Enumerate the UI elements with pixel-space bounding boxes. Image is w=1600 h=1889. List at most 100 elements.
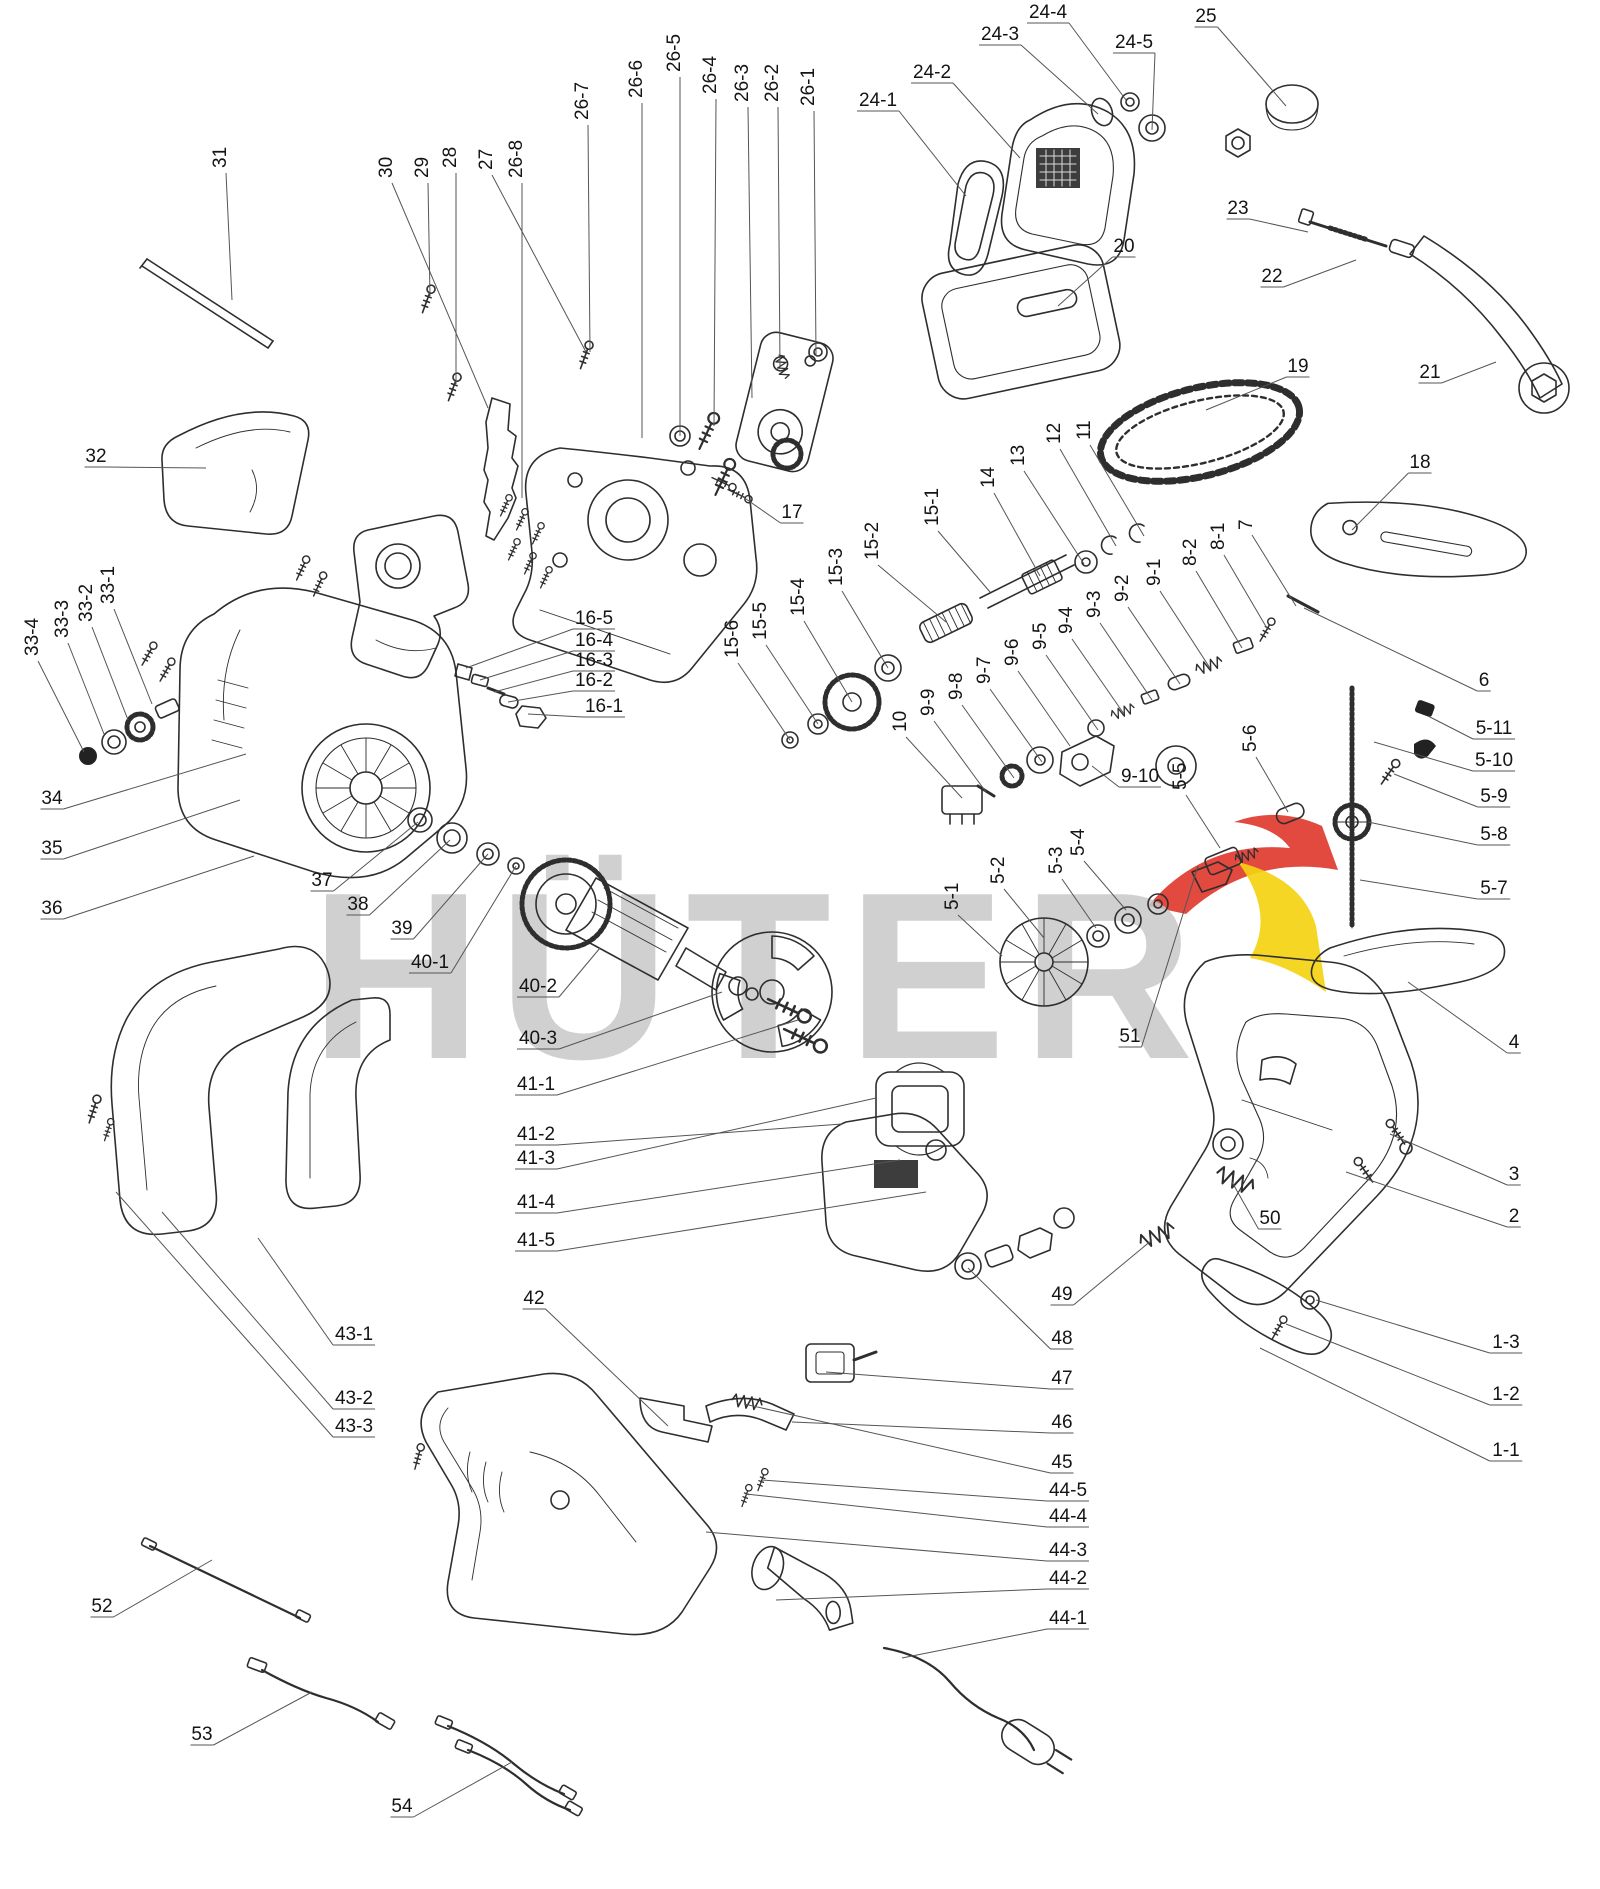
part-number-text: 24-2 (913, 62, 951, 83)
part-label-50: 50 (1231, 1181, 1282, 1230)
part-label-13: 13 (1008, 445, 1085, 565)
chain-catcher (483, 397, 519, 541)
leader-line (1249, 218, 1309, 233)
part-label-12: 12 (1044, 423, 1117, 547)
chain-tensioner (1332, 685, 1436, 931)
part-label-1-3: 1-3 (1315, 1299, 1523, 1354)
leader-line (957, 914, 1003, 957)
part-number-text: 28 (440, 147, 461, 168)
brake-lever (1310, 927, 1506, 995)
part-number-text: 1-3 (1492, 1332, 1519, 1353)
combo-wrench (1409, 235, 1570, 414)
part-label-1-2: 1-2 (1285, 1323, 1523, 1406)
leader-line (63, 799, 241, 860)
part-number-text: 5-10 (1475, 750, 1513, 771)
part-label-26-8: 26-8 (506, 140, 527, 498)
leader-line (107, 466, 207, 469)
part-number-text: 16-3 (575, 650, 613, 671)
part-label-41-1: 41-1 (515, 1019, 799, 1096)
leader-line (1359, 879, 1478, 900)
leader-line (952, 82, 1021, 159)
leader-line (1427, 715, 1474, 740)
saw-chain (1096, 379, 1304, 485)
screw-set-top (417, 283, 754, 505)
part-number-text: 5-3 (1046, 847, 1067, 874)
leader-line (1345, 1171, 1508, 1228)
part-number-text: 14 (978, 466, 999, 488)
cables-54 (434, 1715, 583, 1817)
part-number-text: 16-2 (575, 670, 613, 691)
part-label-45: 45 (743, 1403, 1074, 1474)
wire-52 (140, 1537, 312, 1623)
leader-line (479, 650, 574, 681)
part-label-26-6: 26-6 (626, 60, 647, 438)
part-number-text: 5-11 (1476, 718, 1513, 739)
leader-line (63, 753, 247, 810)
part-label-44-2: 44-2 (775, 1568, 1089, 1601)
part-label-43-3: 43-3 (115, 1191, 375, 1438)
part-number-text: 1-1 (1492, 1440, 1519, 1461)
part-number-text: 40-2 (519, 976, 557, 997)
part-number-text: 8-1 (1208, 523, 1229, 550)
leader-line (556, 1123, 843, 1146)
part-number-text: 1-2 (1492, 1384, 1519, 1405)
part-number-text: 20 (1113, 236, 1134, 257)
part-label-19: 19 (1205, 356, 1310, 411)
leader-line (493, 670, 574, 693)
part-label-35: 35 (40, 799, 241, 860)
part-number-text: 44-1 (1049, 1608, 1087, 1629)
part-number-text: 32 (85, 446, 106, 467)
part-number-text: 46 (1051, 1412, 1072, 1433)
part-label-15-6: 15-6 (722, 620, 791, 741)
part-label-15-2: 15-2 (862, 522, 947, 623)
part-label-53: 53 (190, 1691, 313, 1746)
leader-line (1059, 448, 1117, 547)
part-number-text: 52 (91, 1596, 112, 1617)
part-number-text: 33-4 (22, 618, 43, 656)
part-number-text: 22 (1261, 266, 1282, 287)
part-label-26-7: 26-7 (572, 82, 593, 353)
leader-line (545, 1308, 669, 1427)
leader-line (333, 821, 419, 892)
part-label-23: 23 (1226, 198, 1309, 233)
leader-line (745, 1493, 1048, 1528)
leader-line (1089, 444, 1145, 537)
part-number-text: 9-10 (1121, 766, 1159, 787)
part-number-text: 9-6 (1002, 639, 1023, 666)
part-number-text: 9-9 (918, 689, 939, 716)
part-number-text: 26-2 (762, 64, 783, 102)
part-number-text: 44-4 (1049, 1506, 1087, 1527)
part-number-text: 9-4 (1056, 606, 1077, 634)
part-number-text: 33-2 (76, 584, 97, 622)
clutch-parts (1086, 802, 1305, 948)
leader-line (1393, 773, 1478, 808)
leader-line (450, 865, 517, 974)
part-label-24-3: 24-3 (979, 24, 1099, 115)
part-number-text: 26-5 (664, 34, 685, 72)
leader-line (1195, 570, 1243, 649)
part-label-33-2: 33-2 (76, 584, 129, 721)
part-label-26-5: 26-5 (664, 34, 685, 436)
armature (519, 857, 759, 1001)
part-label-30: 30 (376, 157, 489, 409)
leader-line (1159, 590, 1211, 669)
part-number-text: 5-8 (1480, 824, 1507, 845)
part-label-40-2: 40-2 (517, 947, 601, 998)
part-label-25: 25 (1194, 6, 1287, 107)
leader-line (1003, 888, 1045, 939)
part-number-text: 5-5 (1170, 763, 1191, 790)
part-number-text: 53 (191, 1724, 212, 1745)
handle-hardware (1213, 1117, 1413, 1197)
part-number-text: 43-1 (335, 1324, 373, 1345)
clutch-cover (1000, 102, 1136, 266)
leader-line (898, 110, 967, 197)
part-number-text: 13 (1008, 445, 1029, 466)
stator (764, 992, 965, 1156)
part-number-text: 30 (376, 157, 397, 178)
part-label-49: 49 (1050, 1239, 1153, 1306)
field-housing (821, 1112, 988, 1272)
part-label-44-3: 44-3 (705, 1531, 1089, 1562)
leader-line (113, 1559, 213, 1618)
part-number-text: 24-5 (1115, 32, 1153, 53)
